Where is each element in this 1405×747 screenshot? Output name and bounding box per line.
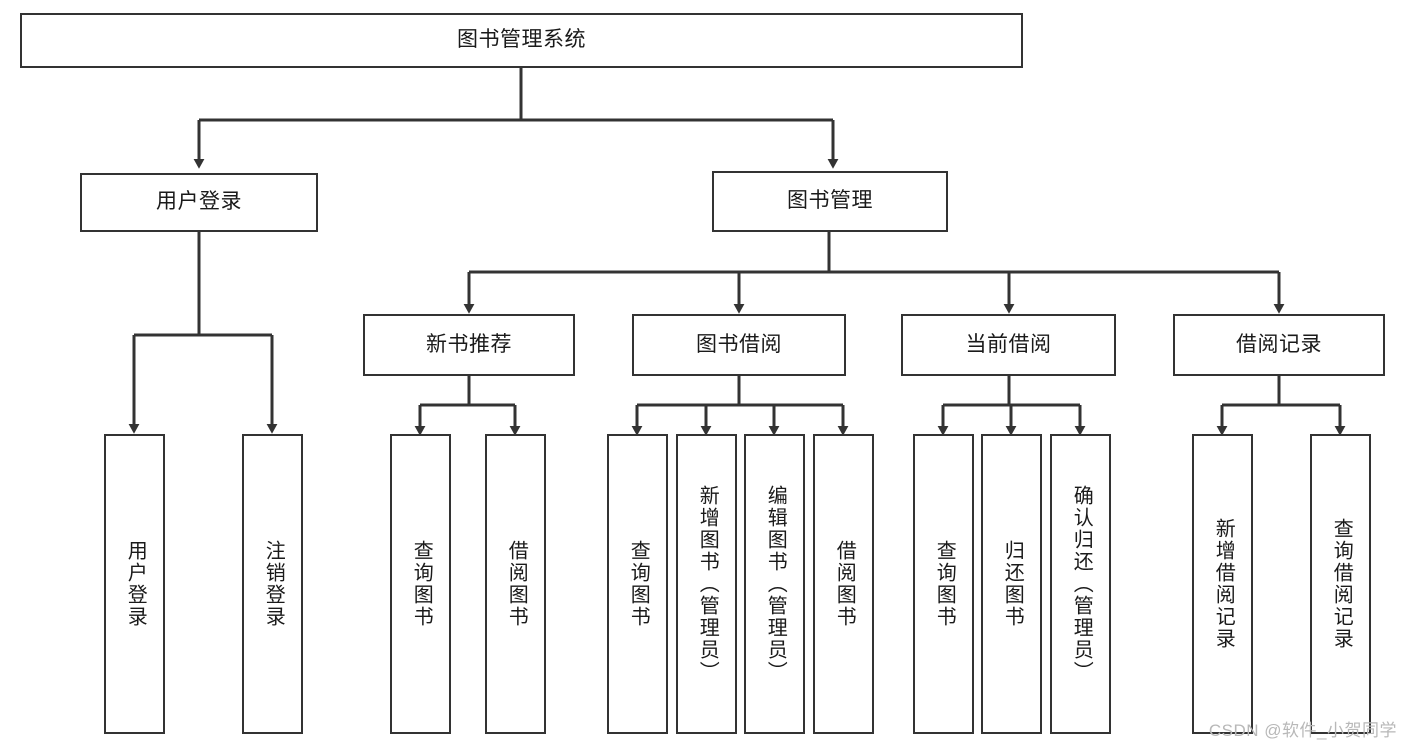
node-label: 归还图书	[1001, 540, 1024, 628]
node-current-borrow[interactable]: 当前借阅	[901, 314, 1116, 376]
node-label: 查询图书	[627, 540, 650, 628]
node-book-manage[interactable]: 图书管理	[712, 171, 948, 232]
node-leaf-borrow-book-1[interactable]: 借阅图书	[485, 434, 546, 734]
node-label: 确认归还（管理员）	[1070, 485, 1093, 683]
node-borrow-record[interactable]: 借阅记录	[1173, 314, 1385, 376]
node-label: 借阅图书	[833, 540, 856, 628]
node-label: 查询图书	[933, 540, 956, 628]
node-leaf-query-book-1[interactable]: 查询图书	[390, 434, 451, 734]
node-leaf-query-book-3[interactable]: 查询图书	[913, 434, 974, 734]
node-label: 当前借阅	[965, 332, 1052, 356]
node-leaf-return-book[interactable]: 归还图书	[981, 434, 1042, 734]
node-leaf-query-record[interactable]: 查询借阅记录	[1310, 434, 1371, 734]
node-leaf-edit-book[interactable]: 编辑图书（管理员）	[744, 434, 805, 734]
node-label: 图书借阅	[696, 332, 782, 356]
node-leaf-logout-login[interactable]: 注销登录	[242, 434, 303, 734]
node-label: 编辑图书（管理员）	[764, 485, 787, 683]
node-label: 借阅记录	[1236, 332, 1322, 356]
node-user-login[interactable]: 用户登录	[80, 173, 318, 232]
node-new-book-recommend[interactable]: 新书推荐	[363, 314, 575, 376]
node-leaf-add-record[interactable]: 新增借阅记录	[1192, 434, 1253, 734]
node-label: 查询借阅记录	[1330, 518, 1353, 650]
node-label: 借阅图书	[505, 540, 528, 628]
node-label: 注销登录	[262, 540, 285, 628]
node-label: 用户登录	[156, 190, 242, 214]
node-leaf-user-login[interactable]: 用户登录	[104, 434, 165, 734]
node-book-borrow[interactable]: 图书借阅	[632, 314, 846, 376]
node-leaf-add-book[interactable]: 新增图书（管理员）	[676, 434, 737, 734]
node-label: 新增图书（管理员）	[696, 485, 719, 683]
node-leaf-borrow-book-2[interactable]: 借阅图书	[813, 434, 874, 734]
node-label: 图书管理系统	[457, 28, 586, 52]
node-label: 新书推荐	[426, 332, 512, 356]
node-label: 查询图书	[410, 540, 433, 628]
node-label: 新增借阅记录	[1212, 518, 1235, 650]
node-root-system[interactable]: 图书管理系统	[20, 13, 1023, 68]
node-label: 用户登录	[124, 540, 147, 628]
node-leaf-confirm-return[interactable]: 确认归还（管理员）	[1050, 434, 1111, 734]
node-leaf-query-book-2[interactable]: 查询图书	[607, 434, 668, 734]
node-label: 图书管理	[787, 189, 873, 213]
watermark-text: CSDN @软件_小贺同学	[1208, 721, 1397, 740]
